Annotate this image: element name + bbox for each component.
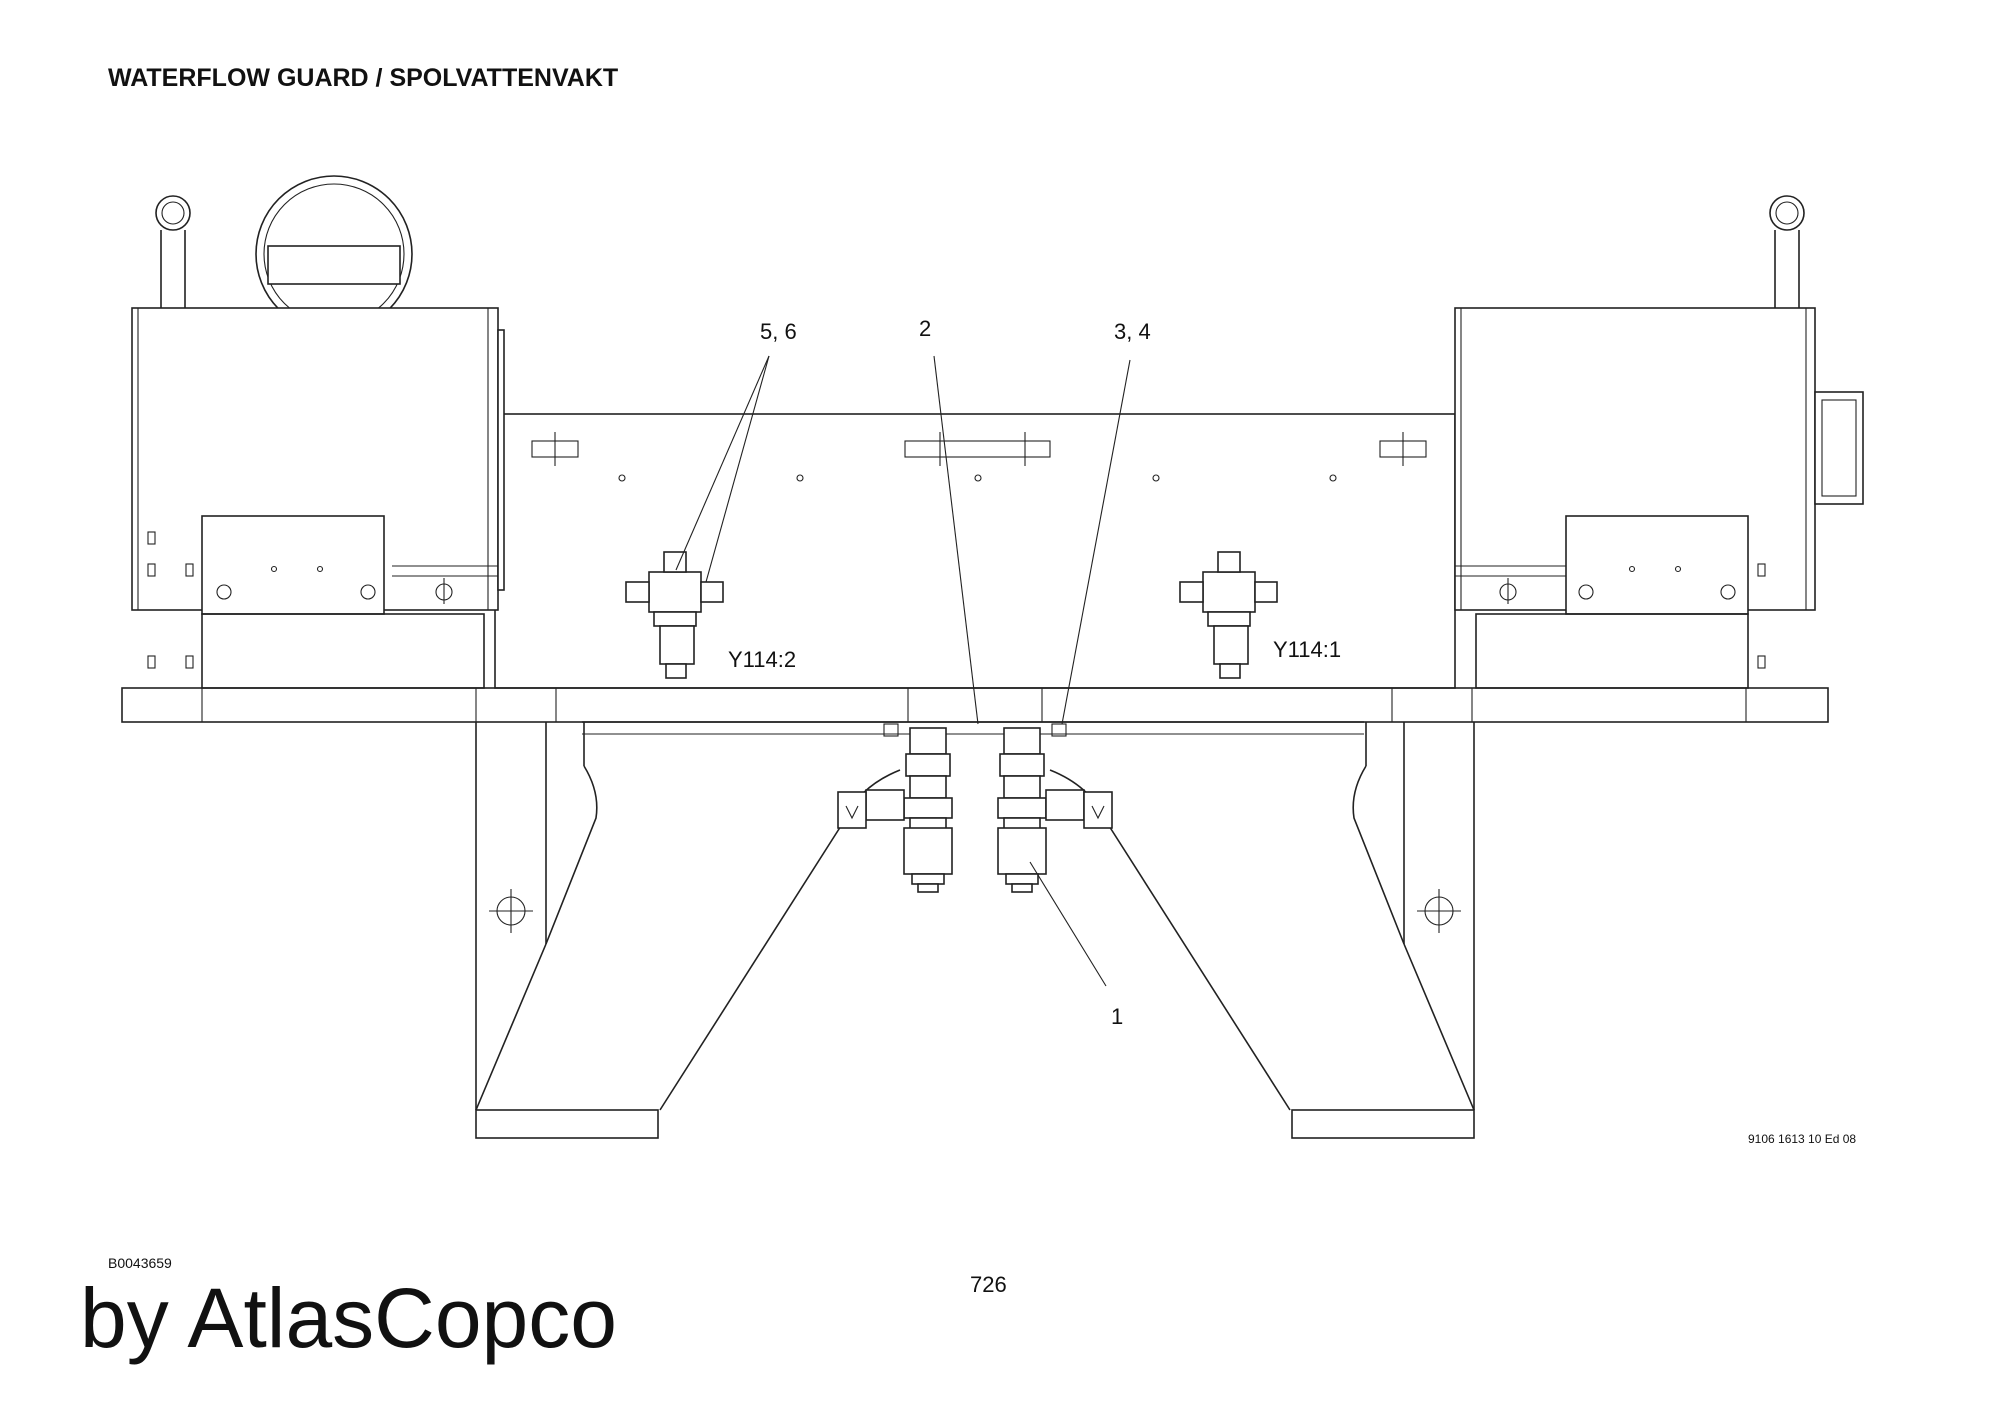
drawing-number: 9106 1613 10 Ed 08	[1748, 1132, 1857, 1146]
valve-label-y114-2: Y114:2	[728, 647, 796, 672]
leader-lines	[675, 355, 1131, 987]
water-fittings	[837, 723, 1113, 893]
page-number: 726	[970, 1272, 1007, 1297]
solenoid-valve-y114-2	[625, 551, 724, 679]
callout-1: 1	[1111, 1004, 1123, 1029]
callout-5-6: 5, 6	[760, 319, 797, 344]
base-plate	[121, 687, 1829, 723]
callout-3-4: 3, 4	[1114, 319, 1151, 344]
stand-frame	[475, 721, 1475, 1139]
reference-code: B0043659	[108, 1255, 172, 1271]
right-motor-housing	[1454, 195, 1864, 689]
brand-footer: by AtlasCopco	[80, 1271, 617, 1365]
page-title: WATERFLOW GUARD / SPOLVATTENVAKT	[108, 64, 619, 92]
solenoid-valve-y114-1	[1179, 551, 1278, 679]
callout-2: 2	[919, 316, 931, 341]
left-motor-housing	[131, 175, 505, 689]
valve-label-y114-1: Y114:1	[1273, 637, 1341, 662]
